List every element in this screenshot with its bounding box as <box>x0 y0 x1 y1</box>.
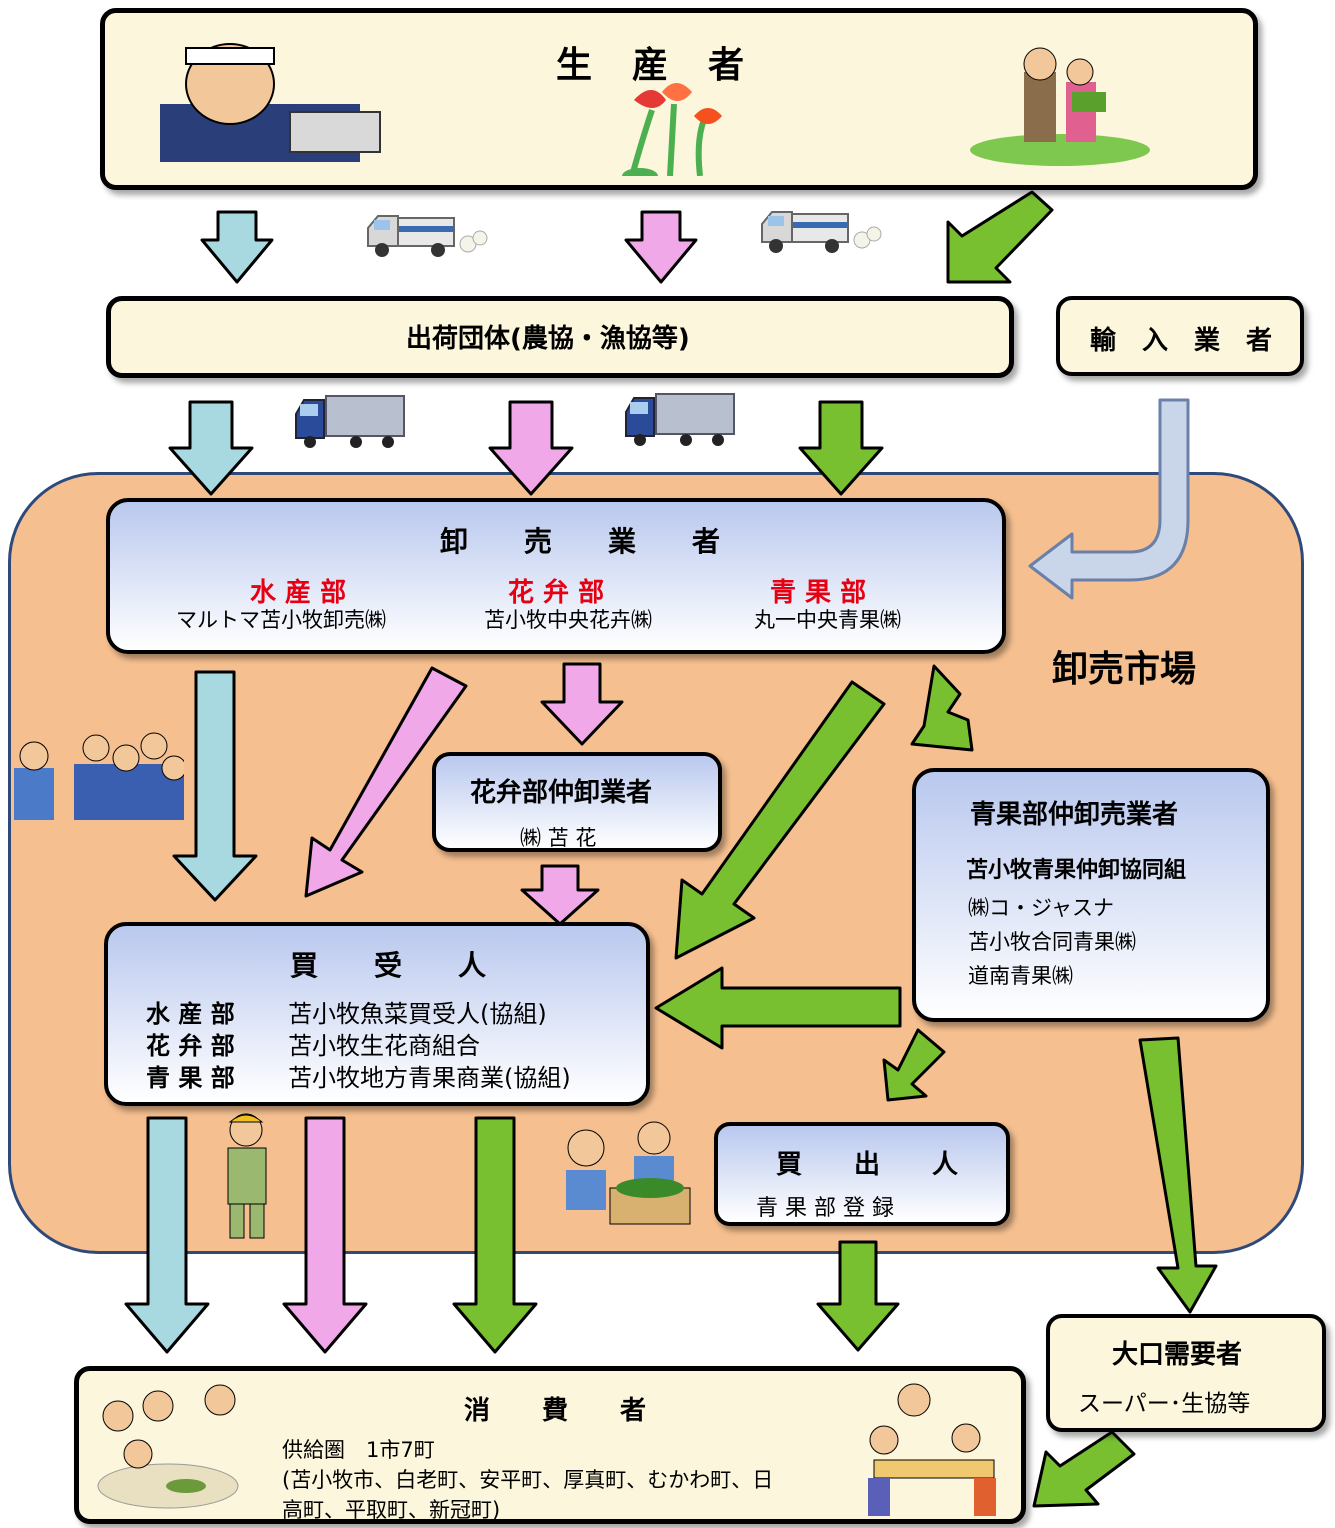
shipping-org-box <box>106 296 1014 378</box>
truck-icon <box>367 215 488 257</box>
consumer-title: 消 費 者 <box>464 1396 647 1426</box>
buyers-box <box>104 922 650 1106</box>
flower-broker-title: 花弁部仲卸業者 <box>470 778 653 808</box>
arrow-produce-8 <box>452 1116 538 1354</box>
purchaser-box <box>714 1122 1010 1226</box>
farmer-icon <box>970 47 1150 166</box>
arrow-flower-5 <box>520 864 600 926</box>
arrow-seafood-2 <box>168 400 254 496</box>
arrow-flower-6 <box>282 1116 368 1354</box>
buyers-title: 買 受 人 <box>290 949 487 982</box>
arrow-produce-3 <box>674 680 886 960</box>
wholesaler-title: 卸 売 業 者 <box>440 525 721 558</box>
large-buyer-box <box>1046 1314 1326 1432</box>
buyers-name-seafood: 苫小牧魚菜買受人(協組) <box>288 1000 547 1028</box>
truck-icon <box>761 211 882 253</box>
worker-icon <box>227 1113 267 1239</box>
company-flower: 苫小牧中央花卉㈱ <box>484 608 652 632</box>
arrow-produce-5 <box>654 966 902 1050</box>
producer-title: 生 産 者 <box>556 45 747 86</box>
shipping-org-title: 出荷団体(農協・漁協等) <box>406 324 690 354</box>
buyers-name-flower: 苫小牧生花商組合 <box>288 1032 480 1060</box>
consumer-towns-line1: (苫小牧市、白老町、安平町、厚真町、むかわ町、日 <box>282 1468 774 1492</box>
arrow-seafood-1 <box>200 210 274 284</box>
arrow-flower-3 <box>304 666 468 898</box>
arrow-seafood-4 <box>124 1116 210 1354</box>
arrow-seafood-3 <box>172 670 258 902</box>
market-label: 卸売市場 <box>1052 649 1197 690</box>
buyers-name-produce: 苫小牧地方青果商業(協組) <box>288 1064 571 1092</box>
produce-broker-member-3: 道南青果㈱ <box>968 964 1073 988</box>
purchaser-sub: 青 果 部 登 録 <box>756 1196 894 1221</box>
arrow-produce-2 <box>798 400 884 496</box>
lorry-icon <box>295 395 405 448</box>
buyers-div-seafood: 水 産 部 <box>146 1000 235 1028</box>
division-seafood: 水 産 部 <box>250 578 347 608</box>
importer-box <box>1056 296 1304 376</box>
worker-vegetables-icon <box>566 1121 691 1225</box>
consumer-family-icon <box>868 1383 996 1516</box>
produce-broker-box <box>912 768 1270 1022</box>
arrow-produce-7 <box>1138 1036 1218 1314</box>
division-produce: 青 果 部 <box>770 578 867 608</box>
arrow-flower-2 <box>488 400 574 496</box>
wholesaler-box <box>106 498 1006 654</box>
large-buyer-sub: スーパー･生協等 <box>1078 1391 1251 1417</box>
division-flower: 花 弁 部 <box>508 578 605 608</box>
produce-broker-member-1: ㈱コ・ジャスナ <box>968 896 1114 920</box>
importer-title: 輸 入 業 者 <box>1090 326 1273 356</box>
large-buyer-title: 大口需要者 <box>1112 1340 1243 1370</box>
produce-broker-coop: 苫小牧青果仲卸協同組 <box>966 858 1187 883</box>
consumer-towns-line2: 高町、平取町、新冠町) <box>282 1498 501 1522</box>
arrow-import <box>1028 398 1190 600</box>
arrow-flower-1 <box>624 210 698 284</box>
lorry-icon <box>625 393 735 446</box>
flower-broker-name: ㈱ 苫 花 <box>520 826 597 850</box>
buyers-div-flower: 花 弁 部 <box>146 1032 235 1060</box>
worker-group-icon <box>14 732 184 820</box>
company-seafood: マルトマ苫小牧卸売㈱ <box>176 608 386 632</box>
arrow-produce-10 <box>1032 1430 1136 1508</box>
purchaser-title: 買 出 人 <box>776 1150 959 1180</box>
fisherman-icon <box>160 43 381 162</box>
arrow-produce-9 <box>816 1240 900 1352</box>
buyers-div-produce: 青 果 部 <box>146 1064 235 1092</box>
arrow-produce-4 <box>910 664 974 752</box>
company-produce: 丸一中央青果㈱ <box>754 608 901 632</box>
produce-broker-title: 青果部仲卸売業者 <box>970 800 1179 830</box>
tulip-icon <box>622 83 722 176</box>
consumer-area: 供給圏 1市7町 <box>282 1438 435 1462</box>
produce-broker-member-2: 苫小牧合同青果㈱ <box>968 930 1136 954</box>
arrow-produce-1 <box>946 190 1054 284</box>
arrow-produce-6 <box>882 1028 946 1102</box>
consumer-family-icon <box>97 1384 239 1509</box>
flower-broker-box <box>432 752 722 852</box>
arrow-flower-4 <box>540 662 624 746</box>
